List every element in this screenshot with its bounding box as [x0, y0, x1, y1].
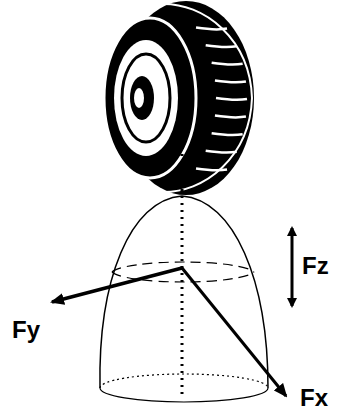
tread-groove	[206, 151, 237, 153]
force-label: Fx	[300, 386, 328, 410]
force-label: Fz	[302, 254, 329, 278]
tread-groove	[215, 116, 246, 118]
tire	[104, 1, 254, 195]
force-arrows	[52, 228, 292, 396]
tread-groove	[212, 133, 243, 135]
tread-groove	[215, 80, 246, 82]
tread-groove	[212, 63, 243, 65]
tread-groove	[216, 98, 247, 100]
tread-groove	[196, 28, 227, 30]
force-label: Fy	[12, 318, 40, 342]
tread-groove	[206, 45, 237, 47]
tread-groove	[196, 168, 227, 170]
